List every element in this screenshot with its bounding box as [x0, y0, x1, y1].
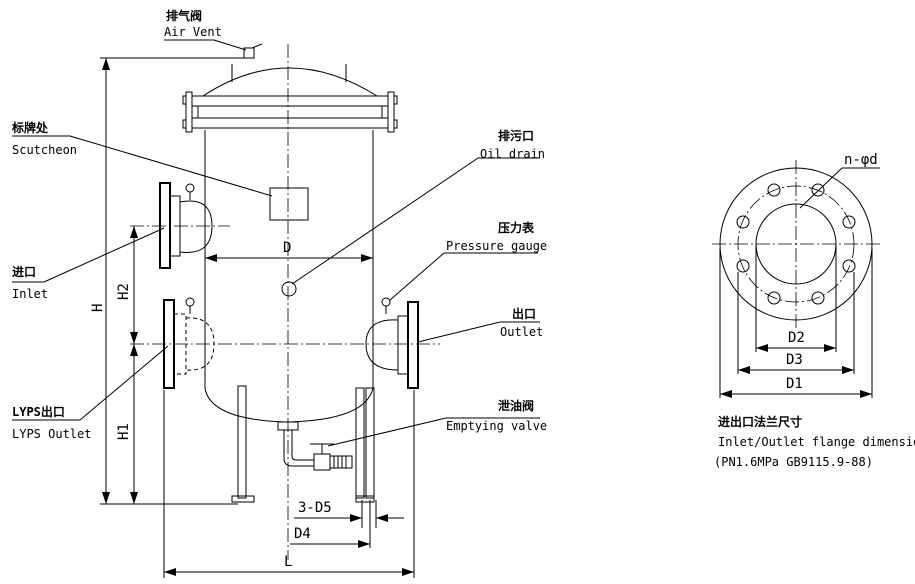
scutcheon-label-en: Scutcheon	[12, 143, 77, 157]
oil-drain-port	[281, 281, 297, 297]
air-vent-valve	[243, 43, 263, 59]
leader-lines	[12, 39, 540, 447]
lyps-outlet-label-cn: LYPS出口	[12, 404, 65, 419]
dim-D5: 3-D5	[298, 500, 332, 516]
scutcheon-plate	[269, 187, 309, 221]
pressure-gauge-label-cn: 压力表	[498, 220, 535, 235]
flange-caption-en: Inlet/Outlet flange dimension	[718, 435, 915, 449]
emptying-valve	[283, 430, 353, 471]
emptying-valve-label-cn: 泄油阀	[498, 398, 534, 413]
lyps-outlet-label-en: LYPS Outlet	[12, 427, 91, 441]
dim-H1: H1	[116, 423, 132, 440]
dim-H2: H2	[116, 283, 132, 300]
dim-H: H	[90, 304, 106, 312]
oil-drain-label-en: Oil drain	[480, 147, 545, 161]
dim-nd: n-φd	[844, 152, 878, 168]
outlet-label-cn: 出口	[512, 306, 536, 321]
air-vent-label-en: Air Vent	[164, 25, 222, 39]
flange-caption-std: (PN1.6MPa GB9115.9-88)	[714, 455, 873, 469]
inlet-label-en: Inlet	[12, 287, 48, 301]
inlet-nozzle	[159, 182, 213, 269]
pressure-gauge-label-en: Pressure gauge	[446, 239, 547, 253]
inlet-label-cn: 进口	[12, 264, 36, 279]
flange-caption-cn: 进出口法兰尺寸	[718, 414, 802, 429]
oil-drain-label-cn: 排污口	[498, 128, 534, 143]
vessel-body	[182, 64, 398, 503]
dim-D3: D3	[786, 352, 803, 368]
air-vent-label-cn: 排气阀	[166, 8, 202, 23]
dim-D4: D4	[294, 526, 311, 542]
lyps-outlet-nozzle	[163, 297, 215, 389]
scutcheon-label-cn: 标牌处	[11, 120, 49, 135]
outlet-nozzle	[365, 297, 419, 389]
outlet-label-en: Outlet	[500, 325, 543, 339]
dim-D1: D1	[786, 376, 803, 392]
emptying-valve-label-en: Emptying valve	[446, 419, 547, 433]
dim-D2: D2	[788, 330, 805, 346]
dimension-lines	[100, 57, 415, 578]
flange-view	[712, 160, 880, 398]
dim-L: L	[284, 554, 292, 570]
dim-D: D	[283, 240, 291, 256]
